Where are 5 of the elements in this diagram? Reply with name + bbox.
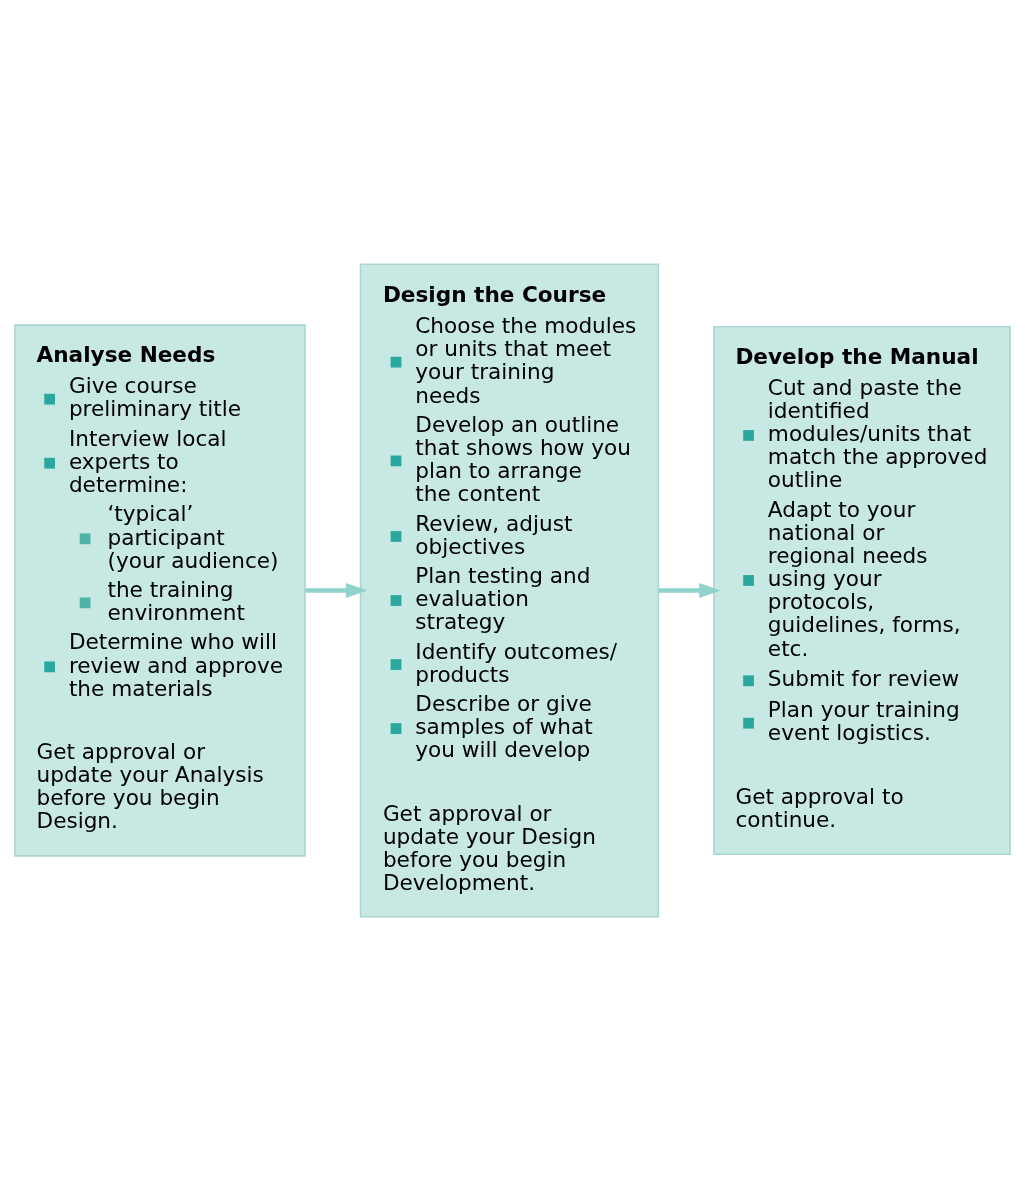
arrow [305, 582, 368, 598]
node-box: Analyse Needs Give course preliminary title Interview local experts to determine: ‘typical’ participant (your audience) the training environment Determine who will review and approve the materials Get approval or update your Analysis before you begin Design. [14, 323, 306, 857]
arrow [658, 582, 721, 598]
node-box: Design the Course Choose the modules or units that meet your training needs Develop an outline that shows how you plan to arrange the content Review, adjust objectives Plan testing and evaluation strategy Identify outcomes/ products Describe or give samples of what you will develop Get approval or update your Design before you begin Development. [359, 262, 660, 918]
node-box: Develop the Manual Cut and paste the identified modules/units that match the approved outline Adapt to your national or regional needs using your protocols, guidelines, forms, etc. Submit for review Plan your training event logistics. Get approval to continue. [713, 325, 1011, 855]
